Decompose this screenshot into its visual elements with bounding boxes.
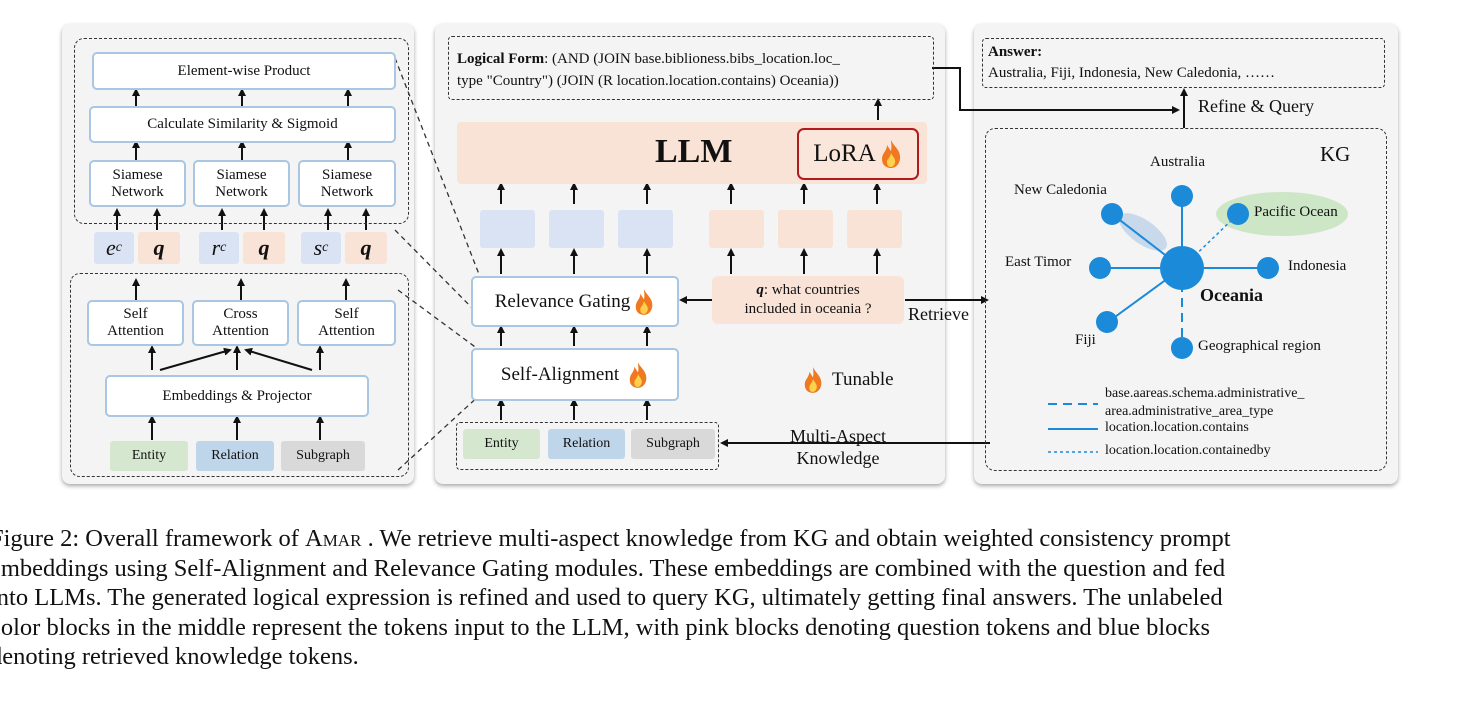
question-token-3: q [345,232,387,264]
relevance-gating-box: Relevance Gating [471,276,679,327]
node-label-indonesia: Indonesia [1288,258,1347,274]
kg-label: KG [1320,142,1351,166]
embeddings-projector-box: Embeddings & Projector [105,375,369,417]
retrieve-label: Retrieve [908,304,969,324]
fire-icon [804,367,822,393]
knowledge-token-3 [618,210,673,248]
knowledge-input-frame [456,422,719,470]
node-label-fiji: Fiji [1075,332,1096,348]
knowledge-token-2 [549,210,604,248]
logical-form-text: Logical Form: (AND (JOIN base.biblioness… [457,51,840,89]
kg-frame [985,128,1387,471]
fire-icon [629,361,647,388]
legend-containedby: location.location.containedby [1105,443,1271,458]
tunable-legend: Tunable [802,366,894,394]
entity-knowledge-block: Entity [463,429,540,459]
embedding-module-frame [70,273,409,477]
node-label-new-caledonia: New Caledonia [1014,182,1107,198]
self-alignment-box: Self-Alignment [471,348,679,401]
question-token-a [709,210,764,248]
question-token-1: q [138,232,180,264]
question-block: q: what countries included in oceania ? [712,276,904,324]
relation-knowledge-block: Relation [548,429,625,459]
question-token-2: q [243,232,285,264]
node-label-pacific-ocean: Pacific Ocean [1254,204,1338,220]
legend-contains: location.location.contains [1105,420,1249,435]
relation-input-block: Relation [196,441,274,471]
middle-panel [435,24,945,484]
entity-input-block: Entity [110,441,188,471]
subgraph-input-block: Subgraph [281,441,365,471]
logical-form-frame [448,36,934,100]
answer-frame [982,38,1385,88]
node-label-east-timor: East Timor [1005,254,1072,270]
answer-text: Answer: Australia, Fiji, Indonesia, New … [988,44,1276,81]
figure-caption: Figure 2: Overall framework of Amar . We… [0,525,1231,670]
lora-box: LoRA [797,128,919,180]
node-label-australia: Australia [1150,154,1205,170]
legend-admin-area-type: base.aareas.schema.administrative_ area.… [1105,386,1305,419]
subgraph-knowledge-block: Subgraph [631,429,715,459]
similarity-module-frame [74,38,409,224]
element-wise-product-box: Element-wise Product [92,52,396,90]
multi-aspect-label: Multi-Aspect Knowledge [790,426,886,468]
knowledge-token-1 [480,210,535,248]
fire-icon [636,288,653,315]
llm-label: LLM [655,133,733,170]
refine-query-label: Refine & Query [1198,96,1314,116]
question-token-b [778,210,833,248]
question-token-c [847,210,902,248]
fire-icon [881,140,900,168]
node-label-oceania: Oceania [1200,285,1263,305]
node-label-geographical-region: Geographical region [1198,338,1321,354]
calculate-similarity-box: Calculate Similarity & Sigmoid [89,106,396,143]
